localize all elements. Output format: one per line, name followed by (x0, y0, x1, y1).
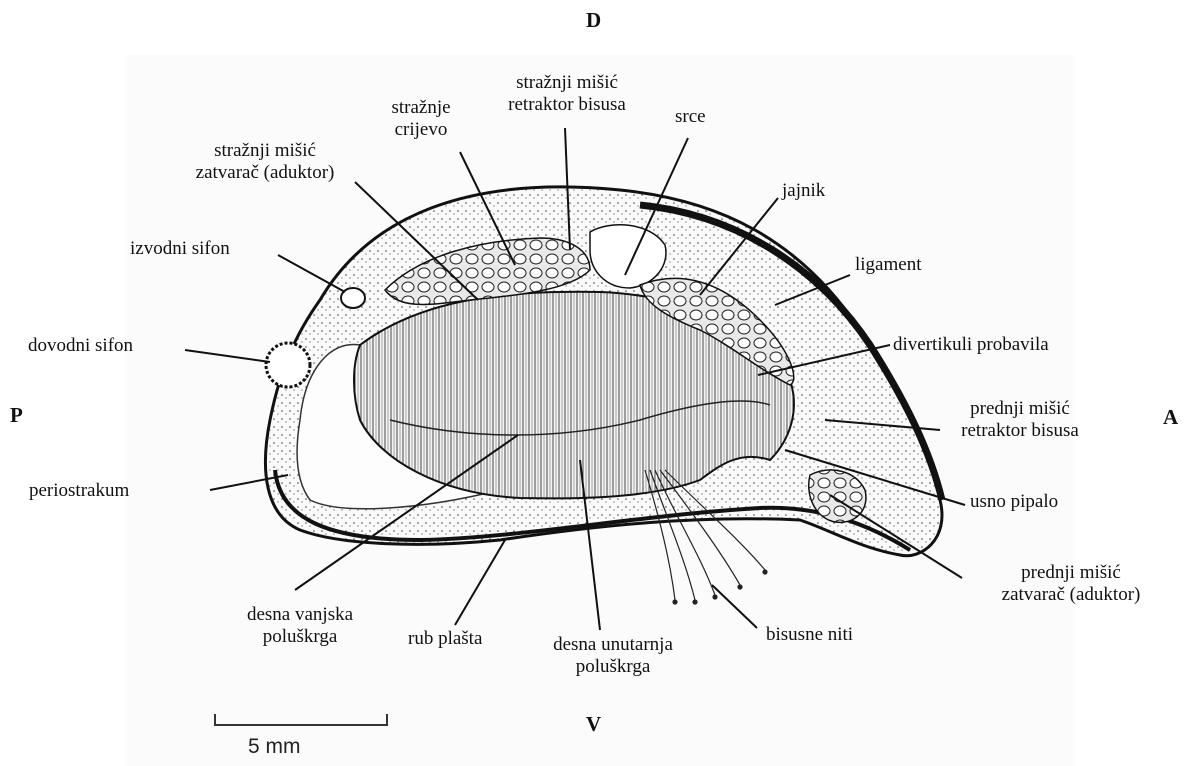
label-line: desna vanjska (225, 604, 375, 626)
label-line: poluškrga (538, 656, 688, 678)
scale-bar-label: 5 mm (248, 735, 301, 759)
label-line: ligament (855, 254, 921, 276)
label-dovodni-sifon: dovodni sifon (28, 335, 133, 357)
leader-rub-plasta (455, 540, 505, 625)
label-line: stražnji mišić (160, 140, 370, 162)
label-line: bisusne niti (766, 624, 853, 646)
label-straznji-retraktor: stražnji mišić retraktor bisusa (482, 72, 652, 116)
label-srce: srce (675, 106, 706, 128)
label-line: jajnik (782, 180, 825, 202)
label-line: retraktor bisusa (482, 94, 652, 116)
label-line: izvodni sifon (130, 238, 230, 260)
label-periostrakum: periostrakum (29, 480, 129, 502)
label-straznje-crijevo: stražnje crijevo (366, 97, 476, 141)
leader-izvodni-sifon (278, 255, 345, 292)
label-straznji-zatvarac: stražnji mišić zatvarač (aduktor) (160, 140, 370, 184)
posterior-marker: P (10, 403, 23, 428)
label-line: divertikuli probavila (893, 334, 1049, 356)
anterior-marker: A (1163, 405, 1178, 430)
label-izvodni-sifon: izvodni sifon (130, 238, 230, 260)
label-divertikuli: divertikuli probavila (893, 334, 1049, 356)
scale-bar (215, 714, 387, 725)
label-jajnik: jajnik (782, 180, 825, 202)
label-vanjska-poluskrga: desna vanjska poluškrga (225, 604, 375, 648)
label-line: desna unutarnja (538, 634, 688, 656)
inhalant-siphon (266, 343, 310, 387)
dorsal-marker: D (586, 8, 601, 33)
label-line: prednji mišić (966, 562, 1176, 584)
label-line: zatvarač (aduktor) (160, 162, 370, 184)
ventral-marker: V (586, 712, 601, 737)
label-line: rub plašta (408, 628, 482, 650)
label-line: prednji mišić (940, 398, 1100, 420)
label-line: srce (675, 106, 706, 128)
label-line: dovodni sifon (28, 335, 133, 357)
label-bisusne-niti: bisusne niti (766, 624, 853, 646)
label-line: stražnji mišić (482, 72, 652, 94)
leader-dovodni-sifon (185, 350, 270, 362)
label-ligament: ligament (855, 254, 921, 276)
label-line: zatvarač (aduktor) (966, 584, 1176, 606)
label-line: poluškrga (225, 626, 375, 648)
label-line: usno pipalo (970, 491, 1058, 513)
label-line: retraktor bisusa (940, 420, 1100, 442)
label-line: periostrakum (29, 480, 129, 502)
label-line: stražnje (366, 97, 476, 119)
label-usno-pipalo: usno pipalo (970, 491, 1058, 513)
label-prednji-retraktor: prednji mišić retraktor bisusa (940, 398, 1100, 442)
leader-bisusne-niti (712, 585, 757, 628)
label-unutarnja-poluskrga: desna unutarnja poluškrga (538, 634, 688, 678)
label-rub-plasta: rub plašta (408, 628, 482, 650)
label-line: crijevo (366, 119, 476, 141)
label-prednji-zatvarac: prednji mišić zatvarač (aduktor) (966, 562, 1176, 606)
